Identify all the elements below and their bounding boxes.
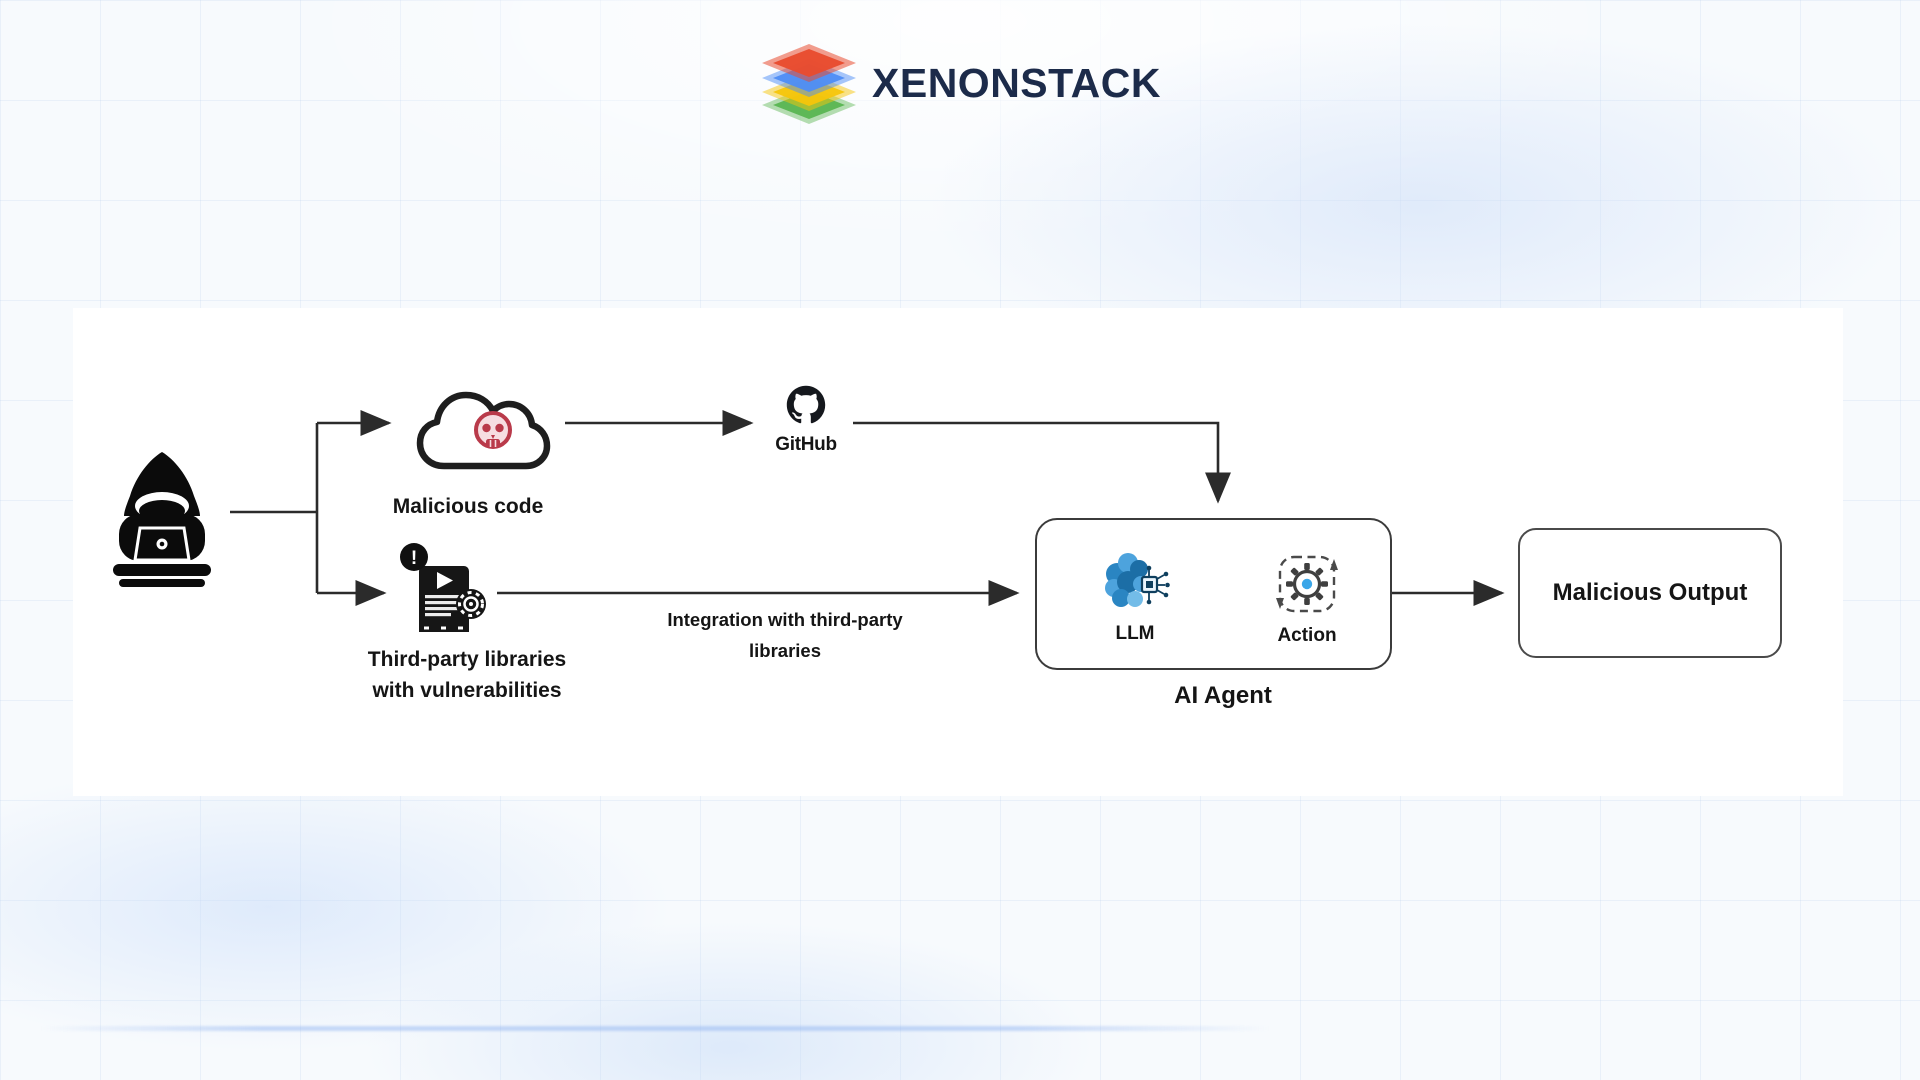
integration-line2: libraries <box>749 640 821 661</box>
skull-icon <box>474 411 512 449</box>
gear-icon <box>456 589 486 619</box>
vulnerable-library-icon: ! <box>400 543 486 632</box>
third-party-label-line1: Third-party libraries <box>367 648 567 671</box>
malicious-output-box: Malicious Output <box>1518 528 1782 658</box>
integration-line1: Integration with third-party <box>667 609 903 630</box>
llm-brain-icon <box>1105 553 1170 607</box>
background-accent-line <box>40 1026 1270 1031</box>
svg-text:!: ! <box>411 548 417 569</box>
third-party-label-line2: with vulnerabilities <box>372 679 562 702</box>
warning-badge-icon: ! <box>400 543 428 571</box>
diagram-connectors <box>230 410 1505 606</box>
action-gear-icon <box>1276 555 1338 613</box>
malicious-cloud-icon <box>416 391 551 470</box>
malicious-output-label: Malicious Output <box>1552 579 1748 606</box>
llm-label: LLM <box>1115 623 1155 644</box>
brand-name: XENONSTACK <box>872 59 1161 106</box>
brand-logo: XENONSTACK <box>759 42 1161 124</box>
integration-annotation: Integration with third-party libraries <box>635 604 935 666</box>
hacker-icon <box>113 452 211 587</box>
xenonstack-layers-icon <box>762 44 857 124</box>
github-icon <box>786 385 826 424</box>
diagram-panel: Malicious code GitHub <box>73 308 1843 796</box>
malicious-code-label: Malicious code <box>392 495 544 518</box>
action-label: Action <box>1277 625 1337 646</box>
github-label: GitHub <box>775 434 837 455</box>
connector-github-to-ai-agent <box>853 421 1231 504</box>
third-party-label: Third-party libraries with vulnerabiliti… <box>337 644 597 706</box>
ai-agent-label: AI Agent <box>1174 682 1272 709</box>
ai-agent-box <box>1035 518 1392 670</box>
